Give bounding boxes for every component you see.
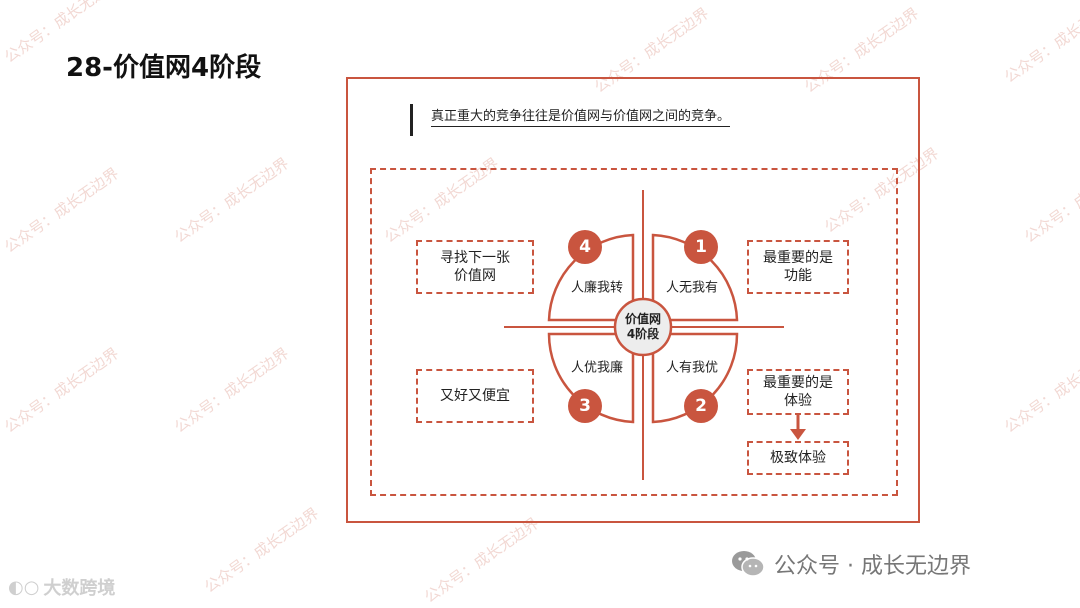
quadrant-label-4: 人廉我转: [570, 280, 624, 296]
label-find-next-network: 寻找下一张价值网: [416, 240, 534, 294]
quadrant-label-1: 人无我有: [665, 280, 719, 296]
stage-number-4: 4: [568, 230, 602, 264]
center-label: 价值网 4阶段: [624, 312, 662, 341]
diagram-frame: [346, 77, 920, 523]
center-circle: [613, 297, 673, 357]
label-good-and-cheap: 又好又便宜: [416, 369, 534, 423]
wechat-icon: [732, 551, 765, 577]
corner-brand: ◐○ 大数跨境: [8, 574, 115, 600]
quote-text: 真正重大的竞争往往是价值网与价值网之间的竞争。: [431, 108, 731, 127]
arrow-head: [790, 429, 806, 440]
label-function: 最重要的是功能: [747, 240, 849, 294]
corner-brand-text: 大数跨境: [43, 578, 116, 599]
brand-logo-icon: ◐○: [8, 576, 40, 598]
page-title: 28-价值网4阶段: [66, 53, 262, 83]
quadrant-label-2: 人有我优: [665, 360, 719, 376]
dashed-frame: [370, 168, 898, 496]
stage-number-3: 3: [568, 389, 602, 423]
quadrant-label-3: 人优我廉: [570, 360, 624, 376]
stage-number-2: 2: [684, 389, 718, 423]
footer-brand-text: 公众号 · 成长无边界: [774, 554, 971, 579]
quote-bar: [410, 104, 413, 136]
footer-brand: 公众号 · 成长无边界: [730, 548, 971, 580]
quadrant-shape-4: [547, 233, 635, 322]
label-ultimate-experience: 极致体验: [747, 441, 849, 475]
stage-number-1: 1: [684, 230, 718, 264]
label-experience: 最重要的是体验: [747, 369, 849, 415]
quadrant-shape-1: [651, 233, 739, 322]
